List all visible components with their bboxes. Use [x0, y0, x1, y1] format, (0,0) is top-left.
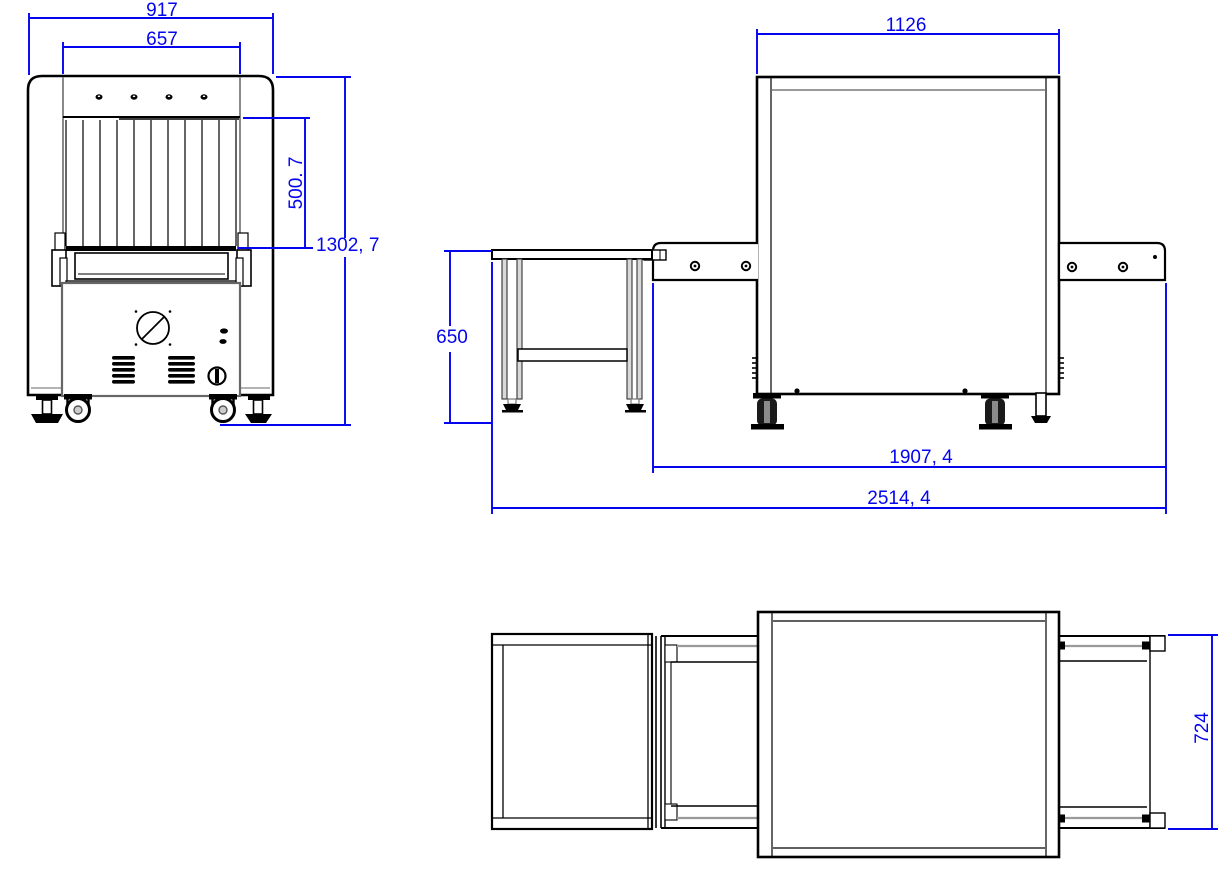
- dim-label-side-body-length: 1126: [886, 15, 927, 36]
- leveling-foot-side: [1031, 392, 1051, 423]
- front-view: [26, 74, 275, 423]
- dim-label-front-overall-width: 917: [146, 0, 178, 21]
- screw-dots: [95, 94, 208, 100]
- dim-front-overall-width: [28, 13, 274, 75]
- side-view: [491, 75, 1167, 430]
- exit-tunnel-side: [1057, 241, 1167, 282]
- dim-side-overall-length: [491, 262, 1167, 514]
- dim-front-tunnel-width: [62, 42, 241, 74]
- hinge-ticks-left: [752, 357, 758, 379]
- entrance-tunnel-top: [655, 635, 758, 829]
- front-dimensions: [28, 13, 351, 426]
- table-foot-right: [625, 398, 646, 413]
- dim-front-tunnel-height: [238, 117, 313, 249]
- vent-grille-left: [112, 356, 135, 384]
- dim-label-side-base-length: 1907, 4: [889, 447, 953, 468]
- dim-label-side-overall-length: 2514, 4: [867, 488, 931, 509]
- scanner-body-top: [756, 610, 1061, 859]
- power-knob: [134, 310, 172, 346]
- vent-grille-right: [168, 356, 195, 384]
- top-view: [490, 610, 1166, 859]
- lead-curtain-strips: [65, 118, 239, 246]
- front-feet-and-casters: [31, 394, 272, 423]
- control-panel: [60, 281, 242, 398]
- caster-side-left: [751, 393, 784, 430]
- dim-side-base-length: [652, 283, 1166, 473]
- dim-side-body-length: [756, 29, 1060, 74]
- dim-label-front-tunnel-height: 500. 7: [286, 157, 307, 210]
- entrance-tunnel-side: [643, 241, 758, 282]
- hinge-ticks-right: [1058, 357, 1064, 379]
- dim-label-front-tunnel-width: 657: [146, 29, 178, 50]
- dim-front-overall-height: [220, 76, 351, 426]
- caster-right: [209, 394, 237, 423]
- feed-table-top: [490, 632, 654, 831]
- side-dimensions: [444, 29, 1167, 514]
- dim-top-conveyor-width: [1168, 634, 1218, 830]
- dim-side-conveyor-height: [444, 250, 492, 424]
- leveling-foot-left: [31, 394, 63, 423]
- leveling-foot-right: [245, 394, 272, 423]
- exit-rollers-top: [1059, 635, 1166, 829]
- feed-table-side: [491, 249, 653, 413]
- caster-left: [64, 394, 92, 423]
- table-foot-left: [502, 398, 523, 413]
- top-dimensions: [1168, 634, 1218, 830]
- indicator-lights: [219, 328, 228, 344]
- dim-label-top-conveyor-width: 724: [1192, 712, 1213, 744]
- dim-label-front-overall-height: 1302, 7: [316, 235, 379, 256]
- caster-side-right: [979, 393, 1012, 430]
- side-casters: [751, 392, 1051, 430]
- tunnel-opening: [62, 77, 241, 251]
- scanner-body-side: [752, 75, 1064, 396]
- key-switch: [207, 366, 227, 386]
- dim-label-side-conveyor-height: 650: [436, 327, 468, 348]
